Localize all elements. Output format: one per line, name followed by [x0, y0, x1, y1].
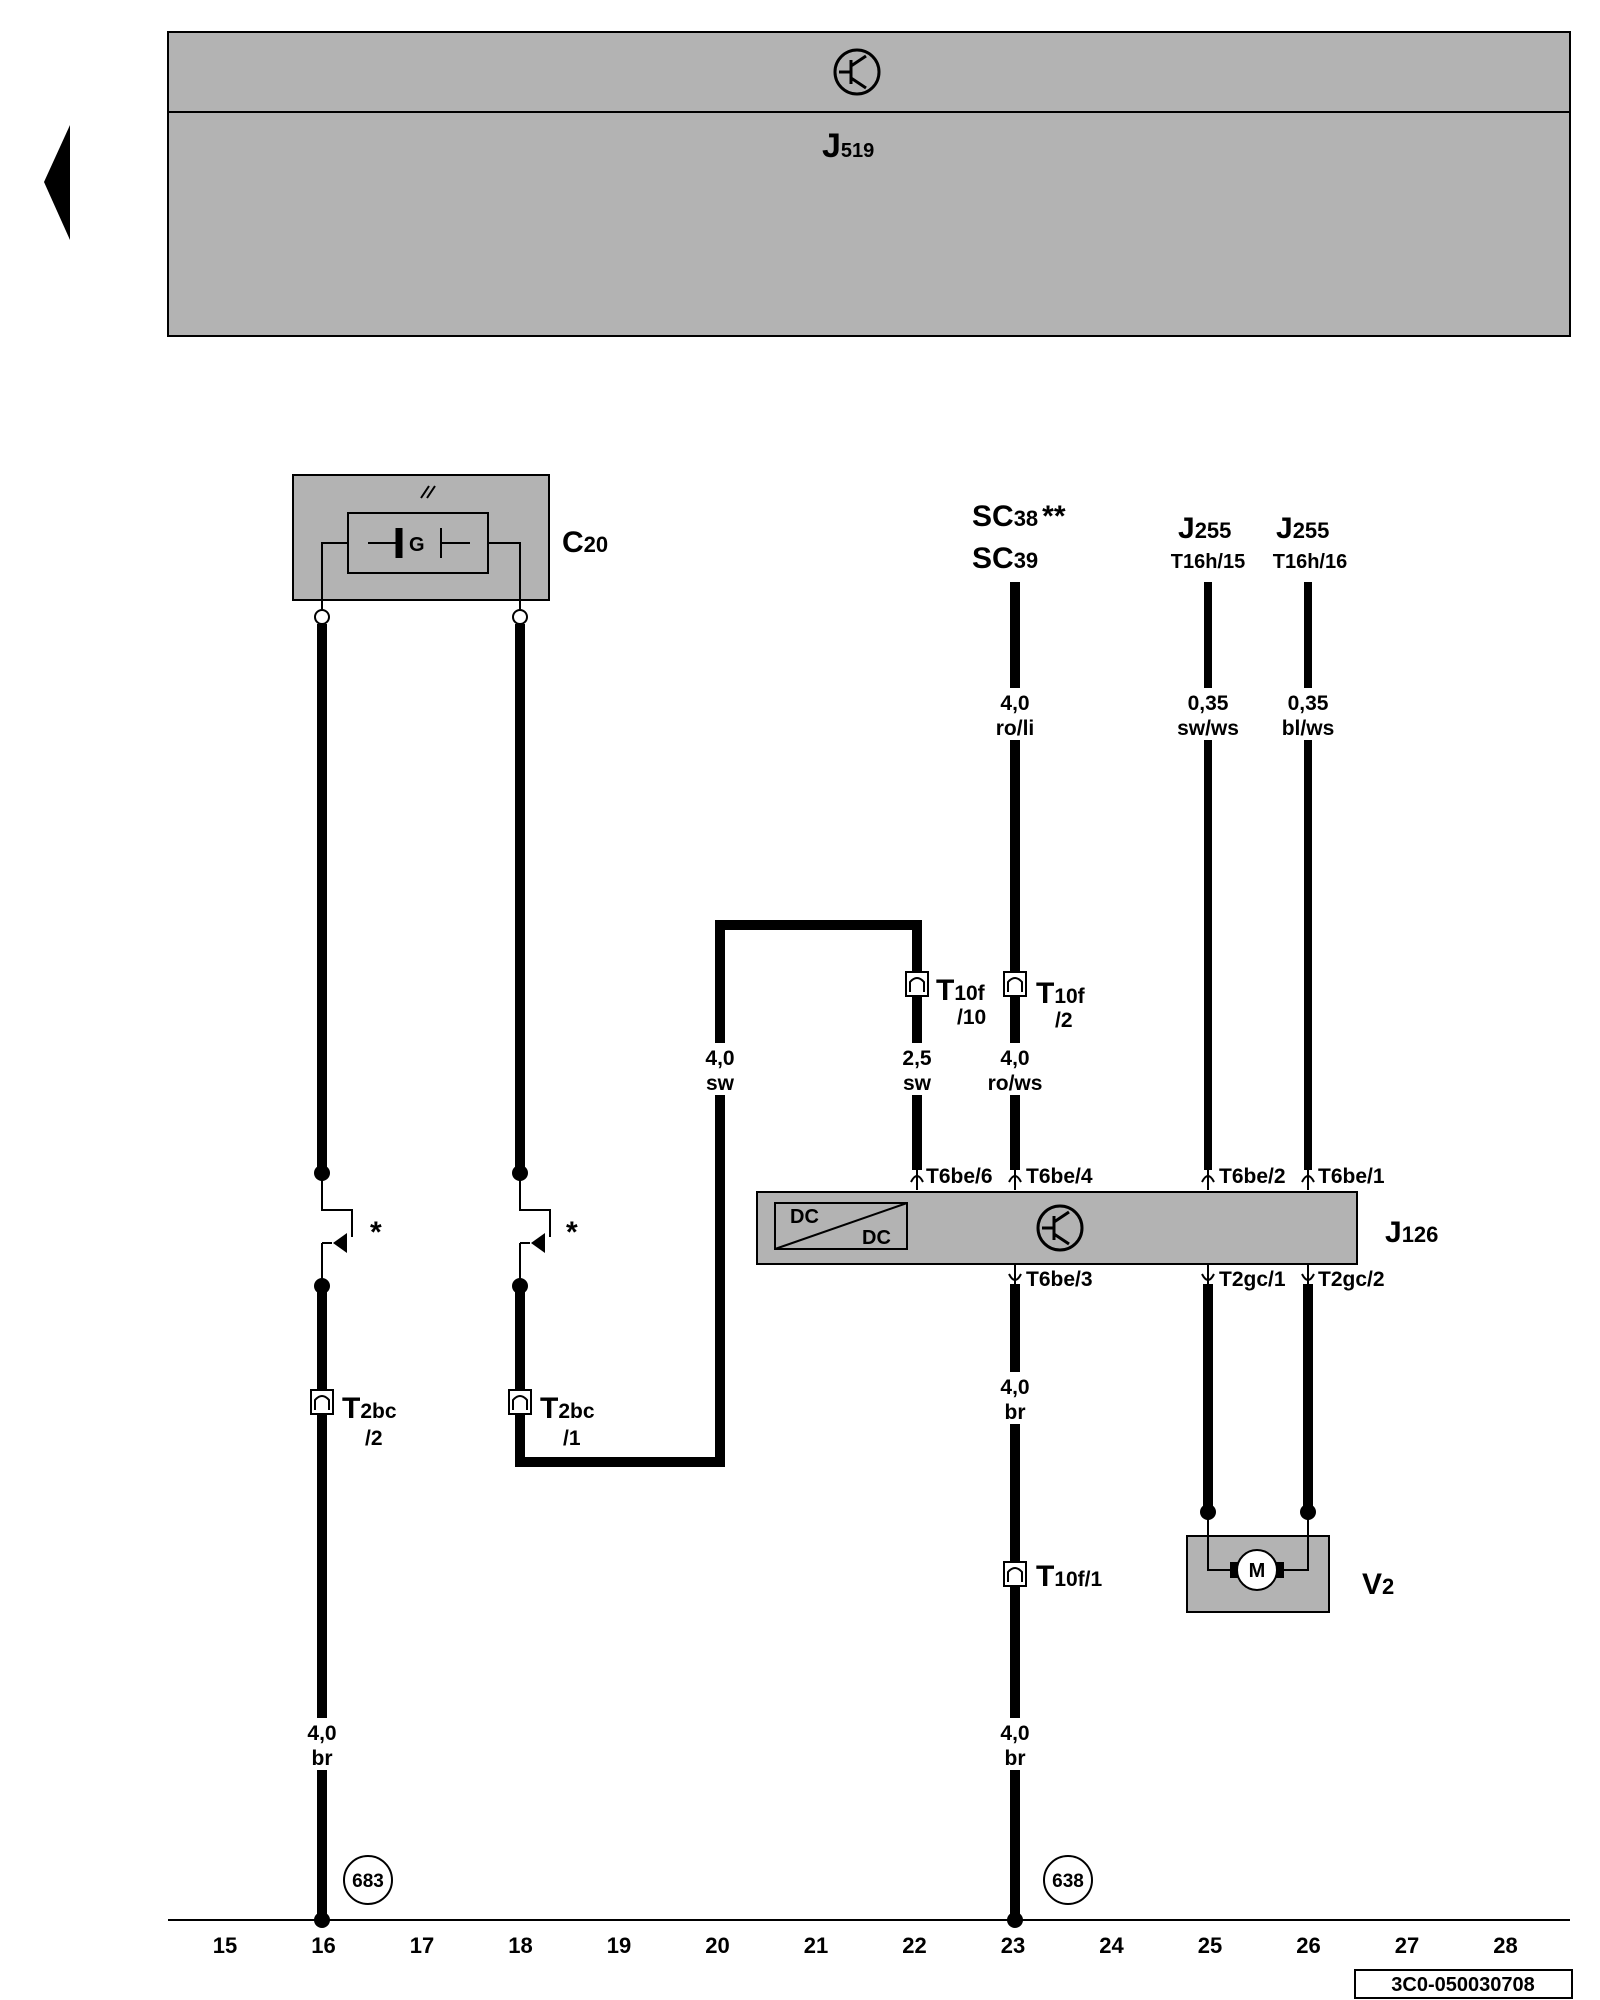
connector-t10f1: [1003, 1561, 1027, 1587]
t2bc1-pin: /1: [563, 1427, 581, 1450]
t10f10-pin: /10: [957, 1006, 986, 1029]
t10f1-label: T10f/1: [1036, 1560, 1103, 1593]
wire-columns-25-26: J255 T16h/15 J255 T16h/16 0,35 sw/ws 0,3…: [1171, 512, 1385, 1190]
w23a-color: ro/li: [996, 717, 1035, 740]
w16-color: br: [312, 1747, 333, 1770]
grid-number-25: 25: [1198, 1933, 1222, 1958]
t10f10-label: T10f: [936, 974, 986, 1007]
wire-column-18: * T2bc /1 4,0 sw: [508, 609, 922, 1467]
connector-t2bc1: [508, 1389, 532, 1415]
j126-label: J126: [1385, 1216, 1438, 1249]
grid-number-22: 22: [902, 1933, 926, 1958]
ground-638: 638: [1052, 1871, 1084, 1892]
transistor-symbol-icon: [833, 48, 881, 96]
pin-t6be1: T6be/1: [1318, 1165, 1385, 1188]
wire-columns-25-26-bottom: T2gc/1 T2gc/2 M V2: [1186, 1264, 1394, 1613]
module-j126: DC DC J126: [756, 1191, 1438, 1265]
grid-number-27: 27: [1395, 1933, 1419, 1958]
grid-number-19: 19: [607, 1933, 631, 1958]
module-j519-label: J519: [822, 127, 874, 165]
pin-t6be4: T6be/4: [1026, 1165, 1093, 1188]
component-c20: G C20: [292, 474, 608, 614]
pin-t6be6: T6be/6: [926, 1165, 993, 1188]
pin-t6be3: T6be/3: [1026, 1268, 1093, 1291]
w22-size: 2,5: [902, 1047, 932, 1070]
w23d-color: br: [1005, 1747, 1026, 1770]
wire-column-23-bottom: T6be/3 4,0 br T10f/1 4,0 br 638: [990, 1264, 1103, 1928]
grid-number-17: 17: [410, 1933, 434, 1958]
t2bc2-label: T2bc: [342, 1392, 397, 1425]
wire-column-22: T10f /10 2,5 sw T6be/6: [897, 971, 993, 1190]
source-sc39: SC39: [972, 542, 1038, 575]
w26-size: 0,35: [1288, 692, 1329, 715]
motor-label: M: [1249, 1560, 1266, 1582]
wire-column-23: SC38** SC39 4,0 ro/li T10f /2 4,0 ro/ws …: [972, 500, 1093, 1190]
w23a-size: 4,0: [1000, 692, 1029, 715]
j126-dc-top: DC: [790, 1206, 819, 1228]
c20-inner-label: G: [409, 534, 425, 556]
w23c-color: br: [1005, 1401, 1026, 1424]
w23d-size: 4,0: [1000, 1722, 1029, 1745]
grid-numbers: 15 16 17 18 19 20 21 22 23 24 25 26 27 28: [213, 1933, 1518, 1958]
transistor-symbol-icon: [1036, 1204, 1084, 1252]
source-j255b: J255: [1276, 512, 1329, 545]
w23b-color: ro/ws: [988, 1072, 1043, 1095]
pin-t2gc1: T2gc/1: [1219, 1268, 1286, 1291]
ground-683: 683: [352, 1871, 384, 1892]
w22-color: sw: [903, 1072, 932, 1095]
grid-number-16: 16: [311, 1933, 335, 1958]
grid-number-23: 23: [1001, 1933, 1025, 1958]
connector-t10f2: [1003, 971, 1027, 997]
c20-label: C20: [562, 526, 608, 559]
switch-mark-16: *: [370, 1216, 382, 1249]
t2bc1-label: T2bc: [540, 1392, 595, 1425]
connector-t2bc2: [310, 1389, 334, 1415]
module-j519: J519: [167, 31, 1571, 337]
grid-number-21: 21: [804, 1933, 828, 1958]
w16-size: 4,0: [307, 1722, 336, 1745]
grid-number-20: 20: [705, 1933, 729, 1958]
w20-color: sw: [706, 1072, 735, 1095]
v2-label: V2: [1362, 1568, 1394, 1601]
wire-column-16: * T2bc /2 4,0 br 683: [304, 609, 397, 1928]
switch-mark-18: *: [566, 1216, 578, 1249]
w23c-size: 4,0: [1000, 1376, 1029, 1399]
w20-size: 4,0: [705, 1047, 734, 1070]
source-j255a-pin: T16h/15: [1171, 551, 1245, 573]
doc-code: 3C0-050030708: [1391, 1974, 1534, 1996]
grid-number-24: 24: [1099, 1933, 1124, 1958]
motor-icon: M: [1230, 1549, 1284, 1591]
w25-size: 0,35: [1188, 692, 1229, 715]
j126-dc-bottom: DC: [862, 1227, 891, 1249]
connector-t10f10: [905, 971, 929, 997]
grid-number-18: 18: [508, 1933, 532, 1958]
back-arrow-icon[interactable]: [44, 125, 70, 240]
w25-color: sw/ws: [1177, 717, 1239, 740]
pin-t2gc2: T2gc/2: [1318, 1268, 1385, 1291]
grid-number-26: 26: [1296, 1933, 1320, 1958]
w26-color: bl/ws: [1282, 717, 1335, 740]
source-sc38: SC38**: [972, 500, 1066, 533]
t10f2-label: T10f: [1036, 977, 1086, 1010]
pin-t6be2: T6be/2: [1219, 1165, 1286, 1188]
grid-number-28: 28: [1493, 1933, 1517, 1958]
w23b-size: 4,0: [1000, 1047, 1029, 1070]
t10f2-pin: /2: [1055, 1009, 1073, 1032]
grid-number-15: 15: [213, 1933, 237, 1958]
solar-cell-icon: [420, 485, 436, 499]
t2bc2-pin: /2: [365, 1427, 383, 1450]
source-j255b-pin: T16h/16: [1273, 551, 1347, 573]
source-j255a: J255: [1178, 512, 1231, 545]
